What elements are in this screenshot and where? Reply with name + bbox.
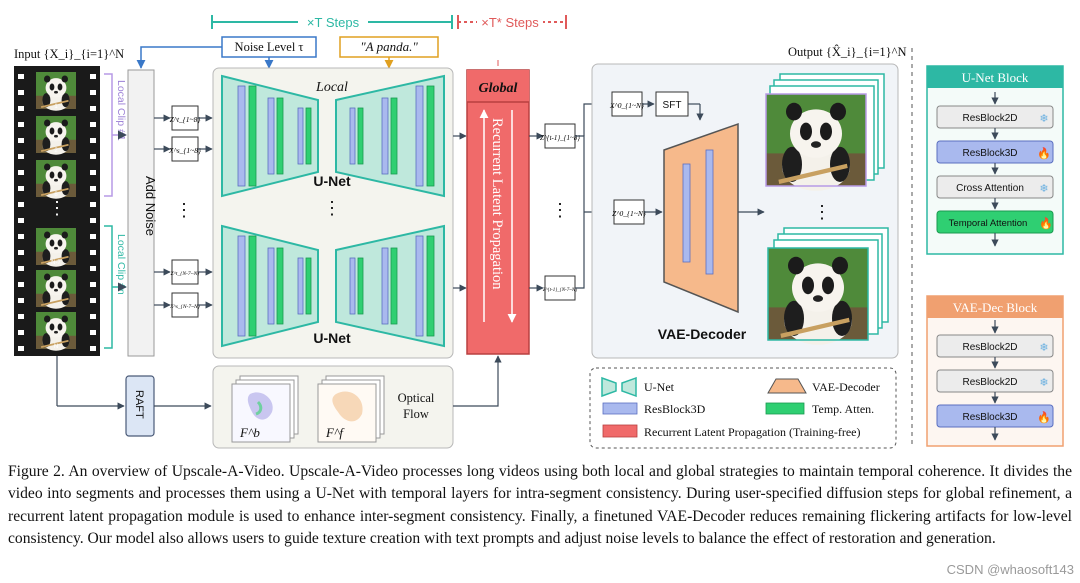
z0-label: Z^0_{1~N} (612, 209, 646, 218)
watermark: CSDN @whaosoft143 (946, 562, 1074, 577)
z-bot-label: Z^t_{N-7~N} (171, 271, 201, 277)
x-top-label: X^s_{1~8} (168, 146, 201, 155)
sft-label: SFT (663, 100, 682, 111)
prompt-box: "A panda." (339, 36, 439, 58)
architecture-diagram: ×T Steps ×T* Steps Input {X_i}_{i=1}^N ⋮… (14, 12, 1064, 449)
fire-icon: 🔥 (1039, 217, 1053, 230)
noise-level-box: Noise Level τ (221, 36, 317, 58)
legend-unet: U-Net (644, 380, 675, 394)
vae-block-item-2: ResBlock2D ❄ (936, 369, 1054, 393)
sft-box: SFT (655, 91, 689, 117)
input-label: Input {X_i}_{i=1}^N (14, 47, 124, 61)
vae-title: VAE-Decoder (658, 326, 747, 342)
vae-block-item-2-label: ResBlock2D (962, 377, 1017, 388)
steps-bar: ×T Steps ×T* Steps (211, 12, 567, 32)
latent-out-ellipsis: ⋮ (551, 200, 569, 220)
latent-z-top: Z^t_{1~8} (170, 105, 201, 131)
unet-ellipsis: ⋮ (323, 198, 341, 218)
fire-icon: 🔥 (1037, 147, 1051, 160)
prompt-label: "A panda." (360, 39, 418, 54)
local-title: Local (315, 80, 348, 95)
vae-block-item-3: ResBlock3D 🔥 (936, 404, 1054, 428)
flow-title-2: Flow (403, 407, 429, 421)
latents-ellipsis: ⋮ (175, 200, 193, 220)
frame-num-1: 1 (54, 104, 58, 110)
unet-block-item-2: ResBlock3D 🔥 (936, 140, 1054, 164)
unet-block-item-3-label: Cross Attention (956, 183, 1024, 194)
clipn-label: Local Clip #n (115, 234, 127, 295)
unet-top: U-Net (221, 74, 445, 198)
unet-block-item-4: Temporal Attention 🔥 (936, 210, 1054, 234)
t-steps-label: ×T Steps (307, 15, 360, 30)
unet-block-item-1: ResBlock2D ❄ (936, 105, 1054, 129)
global-title: Global (479, 81, 518, 96)
snowflake-icon: ❄ (1039, 113, 1048, 125)
flow-ff-label: F^f (325, 425, 345, 440)
vae-block-item-3-label: ResBlock3D (962, 412, 1017, 423)
latent-out-bot: Z^{t-1}_{N-7~N} (543, 275, 577, 301)
output-label: Output {X̂_i}_{i=1}^N (788, 45, 907, 59)
vae-block-item-1: ResBlock2D ❄ (936, 334, 1054, 358)
legend-res: ResBlock3D (644, 402, 706, 416)
z-out-bot-label: Z^{t-1}_{N-7~N} (543, 288, 577, 293)
unet-bottom-label: U-Net (313, 330, 351, 346)
unet-bottom: U-Net (221, 224, 445, 348)
output-frame-top (766, 94, 866, 191)
flow-fb-label: F^b (239, 425, 260, 440)
frame-num-2: 2 (54, 148, 58, 154)
output-frame-bottom (768, 248, 868, 345)
legend-temp: Temp. Atten. (812, 402, 874, 416)
unet-block-item-4-label: Temporal Attention (949, 218, 1028, 229)
unet-top-label: U-Net (313, 173, 351, 189)
global-panel: Global Recurrent Latent Propagation (466, 69, 530, 355)
z-out-top-label: Z^{t-1}_{1~8} (540, 134, 580, 142)
frame-num-n: N (54, 344, 58, 350)
x0-label: X^0_{1~N} (609, 101, 644, 110)
raft-label: RAFT (133, 390, 145, 419)
frame-num-8: 8 (54, 192, 58, 198)
tstar-steps-label: ×T* Steps (481, 15, 539, 30)
input-frame-n6 (36, 270, 76, 309)
latent-x-top: X^s_{1~8} (168, 136, 201, 162)
rlp-label: Recurrent Latent Propagation (489, 118, 505, 290)
output-ellipsis: ⋮ (813, 202, 831, 222)
vae-block-title: VAE-Dec Block (953, 300, 1038, 315)
latent-out-top: Z^{t-1}_{1~8} (540, 123, 580, 149)
output-stack-bottom (767, 227, 889, 345)
z-top-label: Z^t_{1~8} (170, 115, 201, 124)
input-film-strip: ⋮ 1 2 8 N-7 N (14, 66, 100, 356)
frame-num-n7: N-7 (51, 260, 61, 266)
fire-icon: 🔥 (1037, 411, 1051, 424)
snowflake-icon: ❄ (1039, 183, 1048, 195)
add-noise-box (127, 69, 155, 357)
clip1-label: Local Clip #1 (115, 80, 127, 141)
vae-block-panel: VAE-Dec Block ResBlock2D ❄ ResBlock2D ❄ … (926, 295, 1064, 447)
flow-panel: F^b F^f Optical Flow (212, 365, 454, 449)
vae-block-item-1-label: ResBlock2D (962, 342, 1017, 353)
latent-z-bot: Z^t_{N-7~N} (171, 259, 201, 285)
snowflake-icon: ❄ (1039, 377, 1048, 389)
x-bot-label: X^s_{N-7~N} (169, 304, 201, 310)
snowflake-icon: ❄ (1039, 342, 1048, 354)
unet-block-item-3: Cross Attention ❄ (936, 175, 1054, 199)
raft-box: RAFT (125, 375, 155, 437)
add-noise-label: Add Noise (143, 176, 158, 236)
legend-rlp: Recurrent Latent Propagation (Training-f… (644, 425, 860, 439)
x0-box: X^0_{1~N} (609, 91, 644, 117)
output-stack-top (765, 73, 885, 191)
flow-title-1: Optical (398, 391, 435, 405)
unet-block-item-1-label: ResBlock2D (962, 113, 1017, 124)
legend-vae: VAE-Decoder (812, 380, 880, 394)
noise-level-label: Noise Level τ (235, 40, 304, 54)
unet-block-title: U-Net Block (962, 70, 1029, 85)
film-ellipsis: ⋮ (48, 198, 66, 218)
legend: U-Net VAE-Decoder ResBlock3D Temp. Atten… (589, 367, 897, 449)
unet-block-panel: U-Net Block ResBlock2D ❄ ResBlock3D 🔥 Cr… (926, 65, 1064, 255)
figure-caption: Figure 2. An overview of Upscale-A-Video… (8, 463, 1072, 548)
z0-box: Z^0_{1~N} (612, 199, 646, 225)
vae-decoder: VAE-Decoder (658, 122, 747, 342)
unet-block-item-2-label: ResBlock3D (962, 148, 1017, 159)
latent-x-bot: X^s_{N-7~N} (169, 292, 201, 318)
